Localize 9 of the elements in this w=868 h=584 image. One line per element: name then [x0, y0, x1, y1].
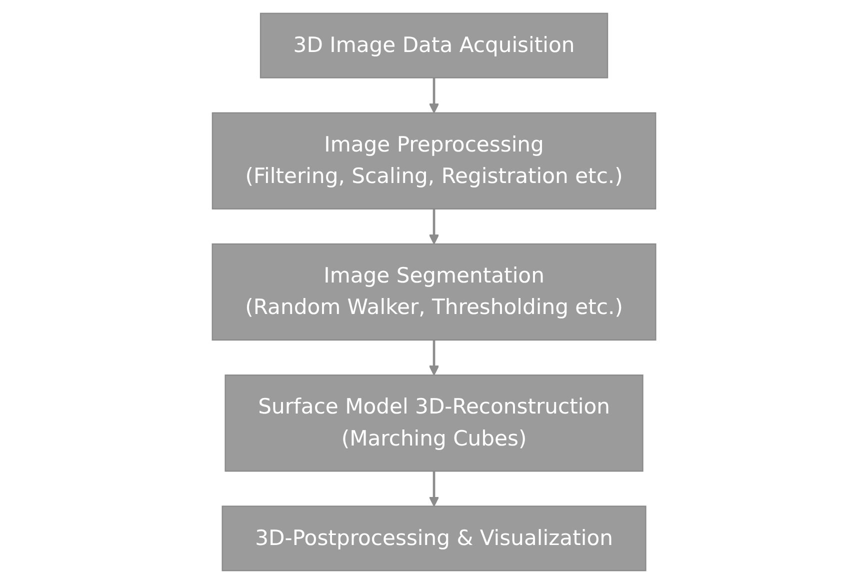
- arrow: [428, 471, 440, 507]
- node-box: 3D Image Data Acquisition: [260, 12, 608, 78]
- arrow: [428, 208, 440, 244]
- node-box: 3D-Postprocessing & Visualization: [222, 506, 646, 572]
- node-box: Image Segmentation (Random Walker, Thresholding etc.): [212, 243, 656, 341]
- node-box: Image Preprocessing (Filtering, Scaling, Registration etc.): [212, 112, 656, 210]
- arrow: [428, 340, 440, 376]
- node-box: Surface Model 3D-Reconstruction (Marching Cubes): [224, 374, 644, 472]
- arrow: [428, 78, 440, 114]
